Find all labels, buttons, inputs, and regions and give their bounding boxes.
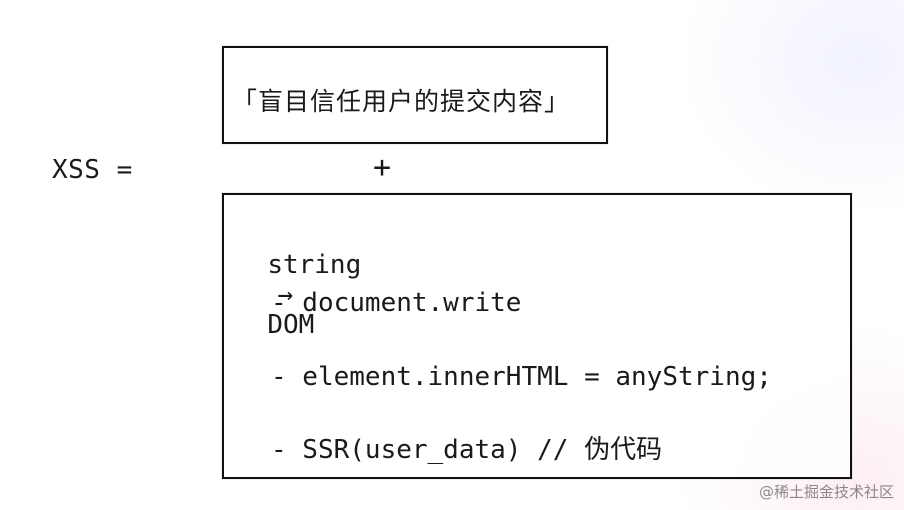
watermark: @稀土掘金技术社区 [758, 483, 894, 501]
xss-equals-label: XSS = [52, 155, 133, 185]
bottom-box-item-document-write: - document.write [271, 288, 522, 318]
top-box [222, 46, 608, 144]
top-box-text: 「盲目信任用户的提交内容」 [232, 87, 571, 116]
bottom-box-item-ssr: - SSR(user_data) // 伪代码 [271, 435, 663, 465]
plus-sign: + [373, 150, 392, 185]
heading-right: DOM [267, 310, 315, 340]
bottom-box-heading: string → DOM [236, 220, 361, 340]
right-arrow-icon: → [277, 280, 293, 310]
bottom-box-item-innerhtml: - element.innerHTML = anyString; [271, 362, 772, 392]
heading-left: string [267, 250, 362, 280]
bottom-box [222, 193, 852, 479]
